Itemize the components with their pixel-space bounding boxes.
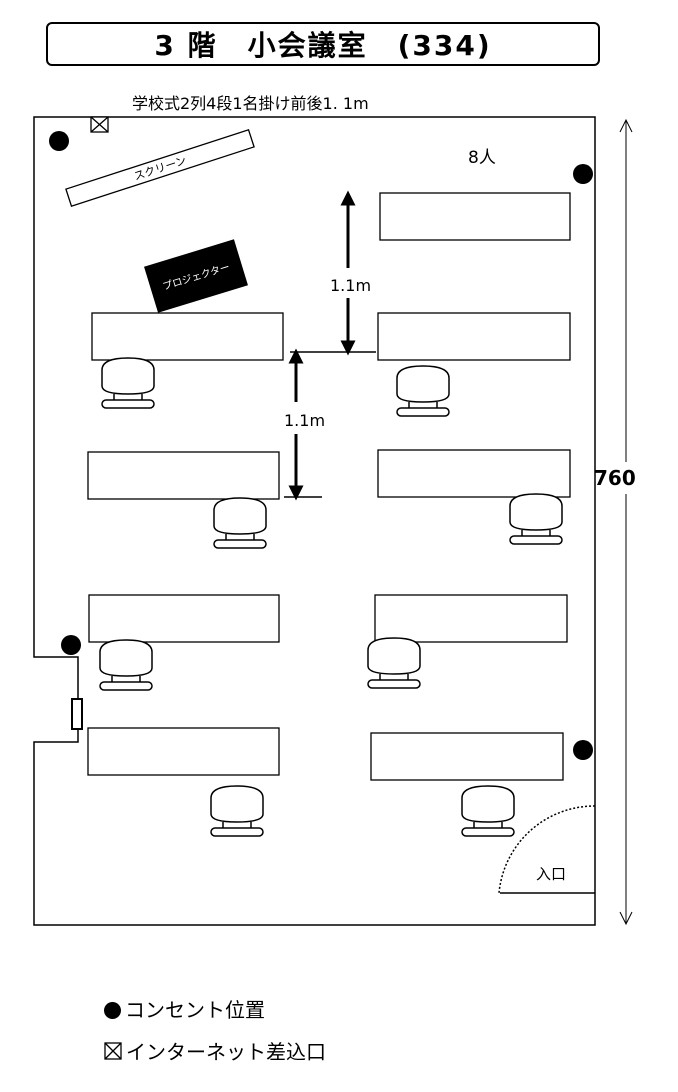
projector: プロジェクター [144, 239, 248, 313]
chair [210, 785, 264, 837]
chair [509, 493, 563, 545]
legend-outlet-label: コンセント位置 [125, 998, 265, 1022]
dimension-arrow-bottom [619, 911, 633, 926]
layout-note: 学校式2列4段1名掛け前後1. 1m [132, 94, 369, 113]
outlet-icon [573, 164, 593, 184]
side-door [71, 698, 83, 730]
chair [367, 637, 421, 689]
chair [396, 365, 450, 417]
desk [370, 732, 564, 781]
chair [461, 785, 515, 837]
legend-outlet: コンセント位置 [104, 994, 265, 1023]
outlet-icon [573, 740, 593, 760]
internet-port-icon [90, 116, 109, 133]
outlet-legend-icon [104, 1002, 121, 1019]
desk [377, 312, 571, 361]
screen: スクリーン [65, 128, 255, 208]
legend-internet: インターネット差込口 [104, 1036, 326, 1065]
outlet-icon [61, 635, 81, 655]
desk [377, 449, 571, 498]
spacing-label-upper: 1.1m [330, 276, 371, 295]
page-title-text: 3 階 小会議室 (334) [154, 29, 492, 62]
page-title: 3 階 小会議室 (334) [46, 22, 600, 66]
spacing-label-lower: 1.1m [284, 411, 325, 430]
outlet-icon [49, 131, 69, 151]
legend-internet-label: インターネット差込口 [126, 1040, 326, 1064]
desk [87, 451, 280, 500]
desk [88, 594, 280, 643]
chair [213, 497, 267, 549]
chair [99, 639, 153, 691]
room-wall [33, 116, 596, 926]
desk [87, 727, 280, 776]
desk [374, 594, 568, 643]
desk [379, 192, 571, 241]
dimension-arrow-top [619, 118, 633, 133]
internet-legend-icon [104, 1041, 122, 1060]
capacity-label: 8人 [468, 148, 496, 168]
dimension-label: 760 [594, 466, 636, 490]
entrance-label: 入口 [536, 865, 566, 883]
desk [91, 312, 284, 361]
chair [101, 357, 155, 409]
